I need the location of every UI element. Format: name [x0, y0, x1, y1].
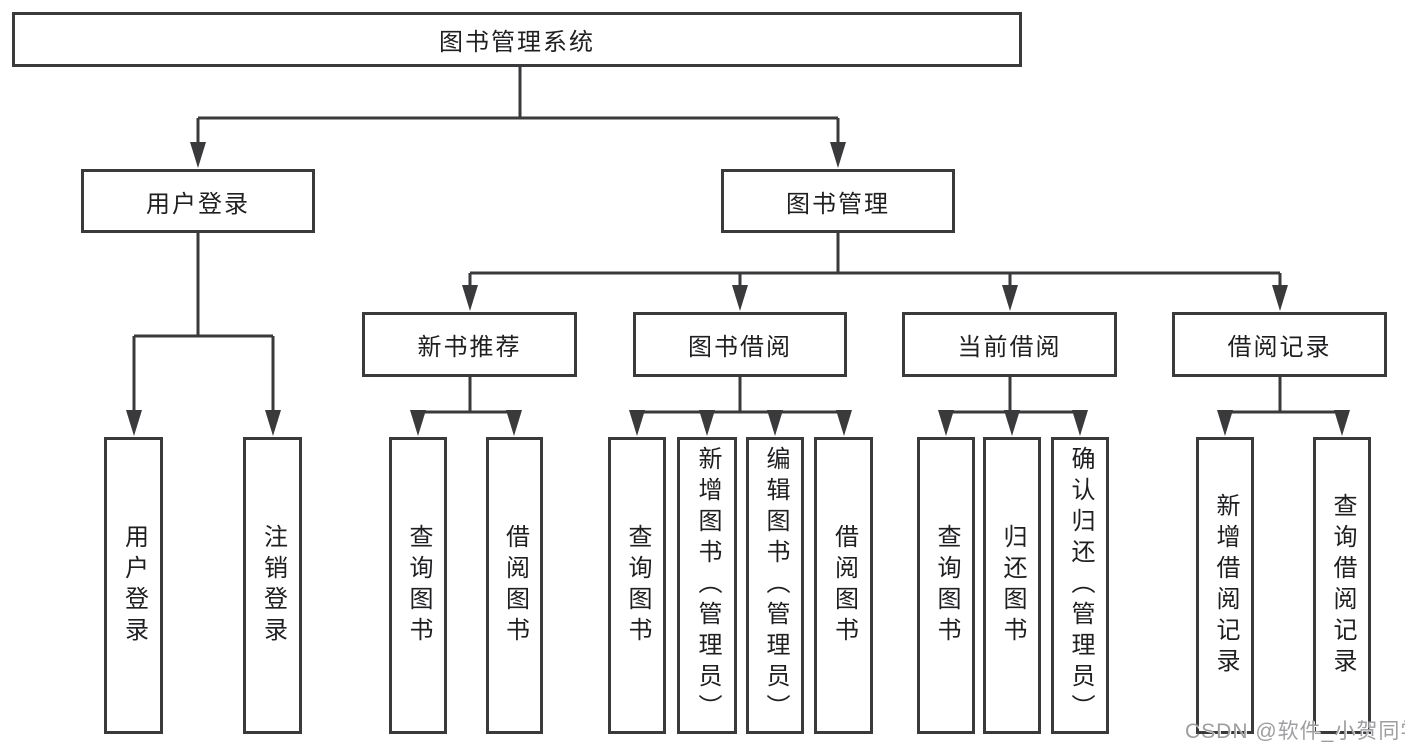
leaf-user-login: 用户登录 [104, 437, 163, 734]
leaf-borrowing-add-books-admin-label: 新增图书（管理员） [694, 446, 721, 725]
leaf-current-confirm-return-admin: 确认归还（管理员） [1051, 437, 1109, 734]
node-book-management: 图书管理 [721, 169, 955, 233]
leaf-current-return-books: 归还图书 [983, 437, 1041, 734]
leaf-recommend-borrow-books-label: 借阅图书 [501, 523, 529, 648]
node-user-login: 用户登录 [81, 169, 315, 233]
leaf-borrowing-borrow-books-label: 借阅图书 [830, 523, 858, 648]
node-library-system-label: 图书管理系统 [439, 29, 595, 56]
leaf-borrowing-query-books-label: 查询图书 [624, 523, 651, 648]
leaf-borrowing-add-books-admin: 新增图书（管理员） [677, 437, 737, 734]
leaf-logout: 注销登录 [243, 437, 302, 734]
leaf-current-query-books-label: 查询图书 [933, 523, 960, 648]
leaf-recommend-borrow-books: 借阅图书 [486, 437, 543, 734]
node-book-borrowing-label: 图书借阅 [688, 334, 792, 361]
node-book-borrowing: 图书借阅 [633, 312, 847, 377]
leaf-current-confirm-return-admin-label: 确认归还（管理员） [1067, 446, 1094, 725]
leaf-borrowing-edit-books-admin-label: 编辑图书（管理员） [762, 446, 789, 725]
leaf-borrowing-borrow-books: 借阅图书 [814, 437, 873, 734]
leaf-recommend-query-books: 查询图书 [389, 437, 447, 734]
leaf-records-add-record-label: 新增借阅记录 [1212, 492, 1239, 679]
node-current-borrowing: 当前借阅 [902, 312, 1117, 377]
csdn-watermark: CSDN @软件_小贺同学 [1185, 720, 1405, 743]
node-current-borrowing-label: 当前借阅 [957, 334, 1062, 361]
node-new-book-recommendation: 新书推荐 [362, 312, 577, 377]
node-library-system: 图书管理系统 [12, 12, 1022, 67]
leaf-records-add-record: 新增借阅记录 [1196, 437, 1254, 734]
leaf-records-query-record-label: 查询借阅记录 [1329, 492, 1356, 679]
arrowheads [126, 142, 1350, 436]
leaf-borrowing-edit-books-admin: 编辑图书（管理员） [746, 437, 804, 734]
leaf-borrowing-query-books: 查询图书 [608, 437, 666, 734]
node-borrowing-records-label: 借阅记录 [1227, 334, 1332, 361]
leaf-current-query-books: 查询图书 [917, 437, 975, 734]
node-new-book-recommendation-label: 新书推荐 [417, 334, 522, 361]
node-borrowing-records: 借阅记录 [1172, 312, 1387, 377]
node-user-login-label: 用户登录 [146, 190, 250, 218]
node-book-management-label: 图书管理 [786, 190, 890, 218]
leaf-recommend-query-books-label: 查询图书 [405, 523, 432, 648]
leaf-user-login-label: 用户登录 [120, 523, 148, 648]
leaf-logout-label: 注销登录 [259, 523, 287, 648]
leaf-records-query-record: 查询借阅记录 [1313, 437, 1371, 734]
leaf-current-return-books-label: 归还图书 [999, 523, 1026, 648]
